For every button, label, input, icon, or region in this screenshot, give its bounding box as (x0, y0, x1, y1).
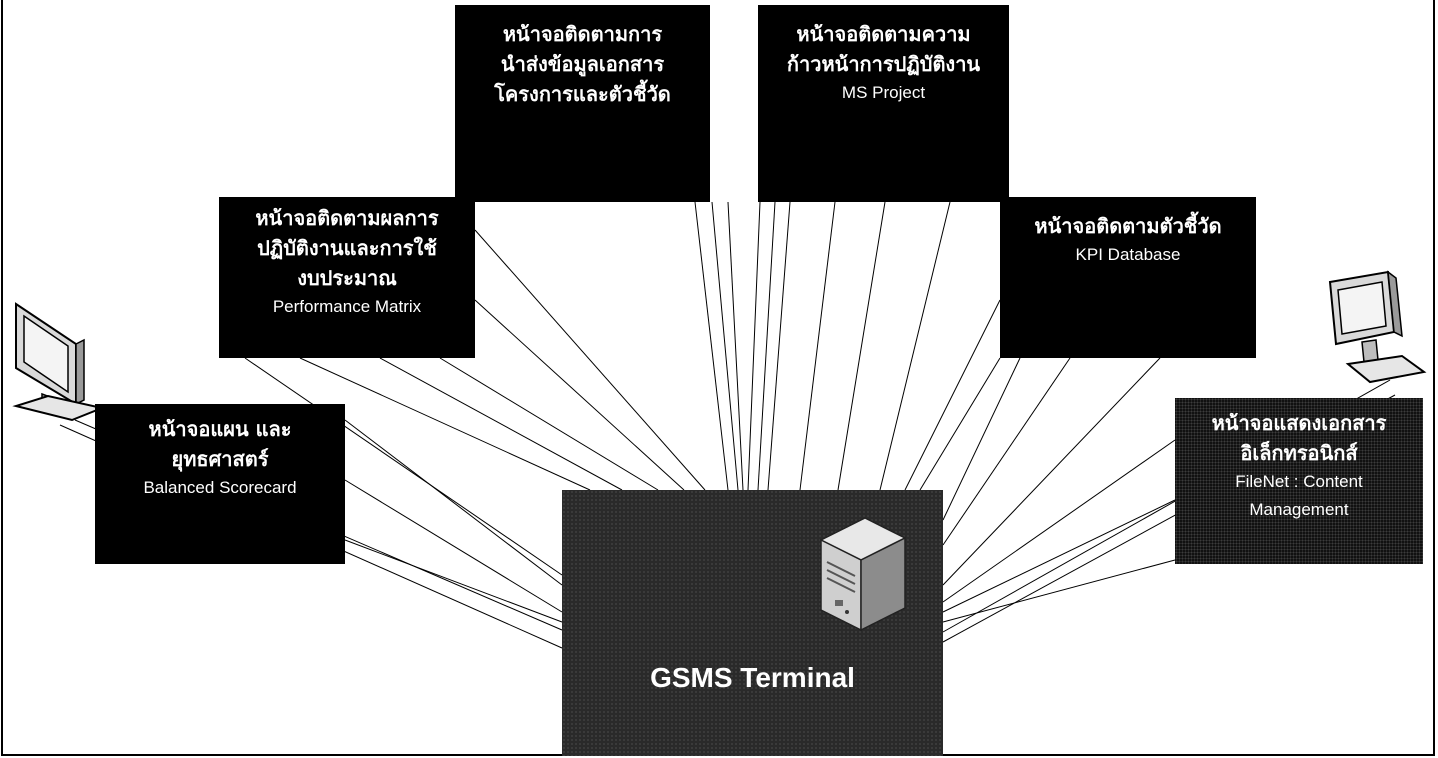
connector-line (244, 357, 563, 576)
connector-line (837, 201, 886, 491)
node-thai-label: หน้าจอแสดงเอกสาร (1211, 411, 1387, 435)
connector-line (694, 201, 729, 491)
node-thai-label: ยุทธศาสตร์ (171, 447, 269, 471)
node-balanced-scorecard: หน้าจอแผน และ ยุทธศาสตร์ Balanced Scorec… (95, 404, 345, 564)
connector-line (344, 419, 563, 586)
connector-line (747, 201, 761, 491)
connector-line (904, 299, 1001, 491)
connector-line (727, 201, 744, 491)
node-thai-label: หน้าจอแผน และ (148, 417, 292, 441)
connector-line (474, 229, 706, 491)
connector-line (474, 299, 685, 491)
monitor-icon (1328, 270, 1427, 384)
node-ms-project: หน้าจอติดตามความ ก้าวหน้าการปฏิบัติงาน M… (758, 5, 1009, 202)
connector-line (757, 201, 776, 491)
monitor-icon (12, 302, 106, 422)
connector-line (942, 357, 1161, 586)
node-thai-label: โครงการและตัวชี้วัด (494, 82, 671, 106)
node-thai-label: ก้าวหน้าการปฏิบัติงาน (786, 52, 981, 76)
connector-line (942, 357, 1071, 546)
node-thai-label: ปฏิบัติงานและการใช้ (257, 236, 437, 260)
node-thai-label: งบประมาณ (297, 266, 397, 290)
node-english-label: Balanced Scorecard (143, 478, 297, 497)
connector-line (919, 357, 1001, 491)
node-english-label: KPI Database (1075, 245, 1181, 264)
gsms-terminal-hub: GSMS Terminal (562, 490, 943, 756)
connector-line (767, 201, 791, 491)
connector-line (439, 357, 659, 491)
connector-line (879, 201, 951, 491)
node-thai-label: หน้าจอติดตามตัวชี้วัด (1034, 214, 1222, 238)
node-thai-label: หน้าจอติดตามการ (502, 22, 663, 46)
node-performance-matrix: หน้าจอติดตามผลการ ปฏิบัติงานและการใช้ งบ… (219, 197, 475, 358)
connector-line (711, 201, 739, 491)
node-english-label: Performance Matrix (272, 297, 422, 316)
node-thai-label: นำส่งข้อมูลเอกสาร (500, 52, 665, 76)
node-english-label: MS Project (841, 83, 926, 102)
connector-line (942, 439, 1176, 603)
connector-line (379, 357, 623, 491)
connector-line (344, 479, 563, 613)
node-thai-label: หน้าจอติดตามผลการ (255, 206, 439, 230)
connector-line (942, 499, 1176, 613)
node-filenet: หน้าจอแสดงเอกสาร อิเล็กทรอนิกส์ FileNet … (1175, 398, 1423, 564)
connector-line (799, 201, 836, 491)
node-english-label: Management (1249, 500, 1349, 519)
connector-line (942, 357, 1021, 521)
connector-line (344, 539, 563, 623)
node-thai-label: หน้าจอติดตามความ (796, 22, 971, 46)
node-thai-label: อิเล็กทรอนิกส์ (1240, 441, 1358, 465)
node-english-label: FileNet : Content (1235, 472, 1363, 491)
server-icon (819, 517, 907, 632)
hub-title: GSMS Terminal (650, 662, 855, 693)
node-document-tracking: หน้าจอติดตามการ นำส่งข้อมูลเอกสาร โครงกา… (455, 5, 710, 202)
connector-line (942, 559, 1176, 623)
node-kpi-database: หน้าจอติดตามตัวชี้วัด KPI Database (1000, 197, 1256, 358)
connector-line (299, 357, 591, 491)
